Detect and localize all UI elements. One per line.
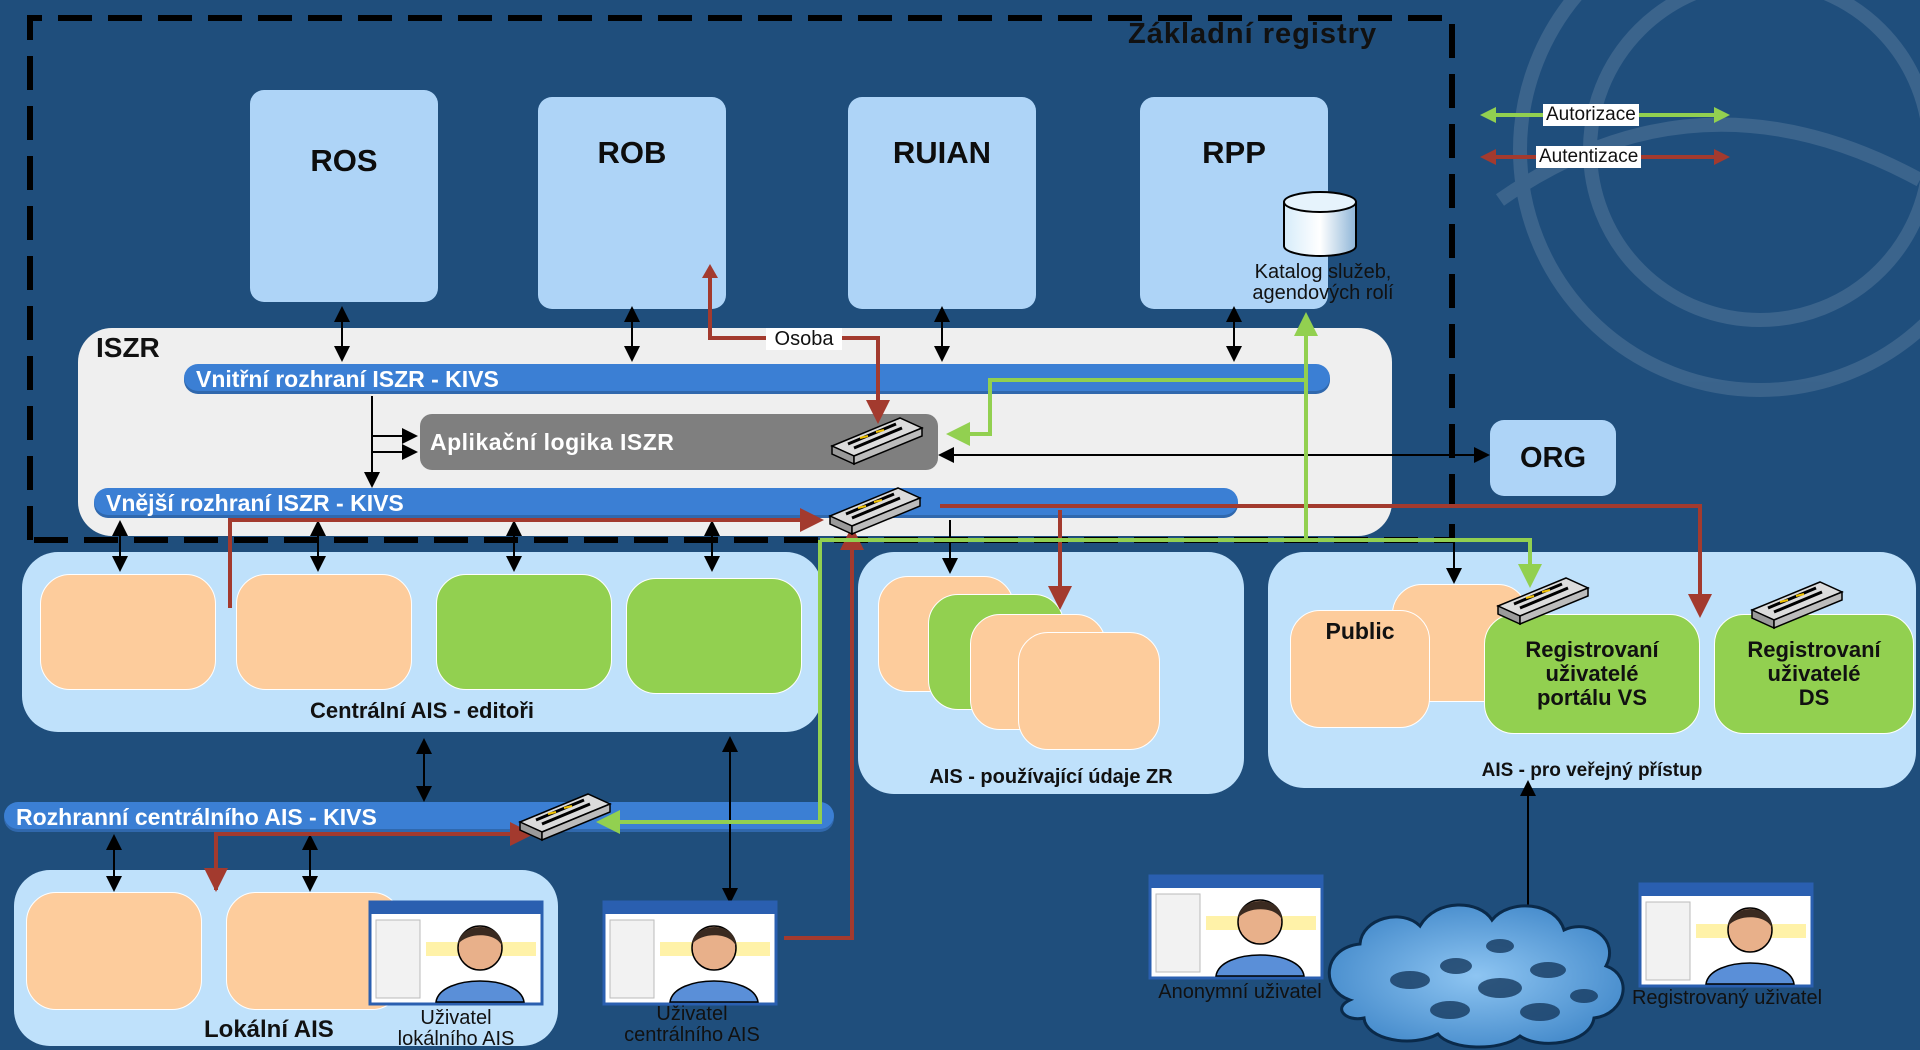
person-label: Osoba <box>774 328 834 350</box>
anonymous-user-icon <box>1148 874 1324 980</box>
ds-users-system[interactable]: Registrovaní uživatelé DS <box>1714 614 1914 734</box>
central-user-caption-line-2: centrálního AIS <box>624 1024 760 1046</box>
portal-users-line-1: Registrovaní <box>1525 637 1659 662</box>
catalog-caption-line-1: Katalog služeb, <box>1254 261 1392 283</box>
registry-rob-label: ROB <box>597 135 667 170</box>
org-label: ORG <box>1519 441 1587 474</box>
central-ais-interface-label: Rozhranní centrálního AIS - KIVS <box>16 803 377 830</box>
legend-authorization: Autorizace <box>1543 104 1639 126</box>
central-user-caption: Uživatel centrálního AIS <box>594 1004 790 1046</box>
registered-user-icon <box>1638 882 1814 988</box>
local-user-caption: Uživatel lokálního AIS <box>376 1008 536 1050</box>
registry-rob[interactable]: ROB <box>538 97 726 309</box>
central-user-icon <box>602 900 778 1006</box>
catalog-caption-line-2: agendových rolí <box>1252 282 1394 304</box>
registry-rpp-label: RPP <box>1202 135 1266 170</box>
registry-rpp[interactable]: RPP <box>1140 97 1328 309</box>
central-ais-system-3[interactable] <box>436 574 612 690</box>
public-label: Public <box>1325 618 1395 644</box>
registry-ros[interactable]: ROS <box>250 90 438 302</box>
outer-interface-bar[interactable]: Vnější rozhraní ISZR - KIVS <box>94 488 1238 518</box>
legend-authentication: Autentizace <box>1536 146 1642 168</box>
ds-users-line-3: DS <box>1798 685 1830 710</box>
org-box[interactable]: ORG <box>1490 420 1616 496</box>
iszr-title: ISZR <box>96 332 160 363</box>
central-ais-system-4[interactable] <box>626 578 802 694</box>
registry-ruian-label: RUIAN <box>892 135 992 170</box>
local-ais-system-1[interactable] <box>26 892 202 1010</box>
ais-using-system-4[interactable] <box>1018 632 1160 750</box>
ais-public-caption: AIS - pro veřejný přístup <box>1481 760 1703 781</box>
ds-users-line-2: uživatelé <box>1767 661 1861 686</box>
local-user-icon <box>368 900 544 1006</box>
central-ais-interface-bar[interactable]: Rozhranní centrálního AIS - KIVS <box>4 802 834 832</box>
central-ais-system-1[interactable] <box>40 574 216 690</box>
internet-cloud-icon <box>1327 903 1625 1049</box>
registry-ros-label: ROS <box>310 143 378 178</box>
local-user-caption-line-1: Uživatel <box>420 1007 492 1029</box>
database-icon <box>1283 191 1357 257</box>
gateway-icon <box>518 417 1844 842</box>
app-logic-label: Aplikační logika ISZR <box>430 428 675 455</box>
outer-interface-label: Vnější rozhraní ISZR - KIVS <box>106 489 404 516</box>
central-ais-system-2[interactable] <box>236 574 412 690</box>
local-ais-caption: Lokální AIS <box>204 1016 334 1043</box>
ds-users-line-1: Registrovaní <box>1747 637 1881 662</box>
registry-title: Základní registry <box>1128 18 1378 50</box>
anonymous-user-caption: Anonymní uživatel <box>1158 981 1322 1003</box>
portal-users-system[interactable]: Registrovaní uživatelé portálu VS <box>1484 614 1700 734</box>
local-user-caption-line-2: lokálního AIS <box>397 1028 515 1050</box>
central-ais-caption: Centrální AIS - editoři <box>309 698 535 723</box>
catalog-caption: Katalog služeb, agendových rolí <box>1218 262 1428 304</box>
ais-using-caption: AIS - používající údaje ZR <box>929 766 1173 788</box>
portal-users-line-3: portálu VS <box>1536 685 1647 710</box>
central-user-caption-line-1: Uživatel <box>656 1003 728 1025</box>
inner-interface-label: Vnitřní rozhraní ISZR - KIVS <box>196 365 499 392</box>
registry-ruian[interactable]: RUIAN <box>848 97 1036 309</box>
public-system[interactable] <box>1290 610 1430 728</box>
registered-user-caption: Registrovaný uživatel <box>1631 987 1823 1009</box>
portal-users-line-2: uživatelé <box>1545 661 1639 686</box>
